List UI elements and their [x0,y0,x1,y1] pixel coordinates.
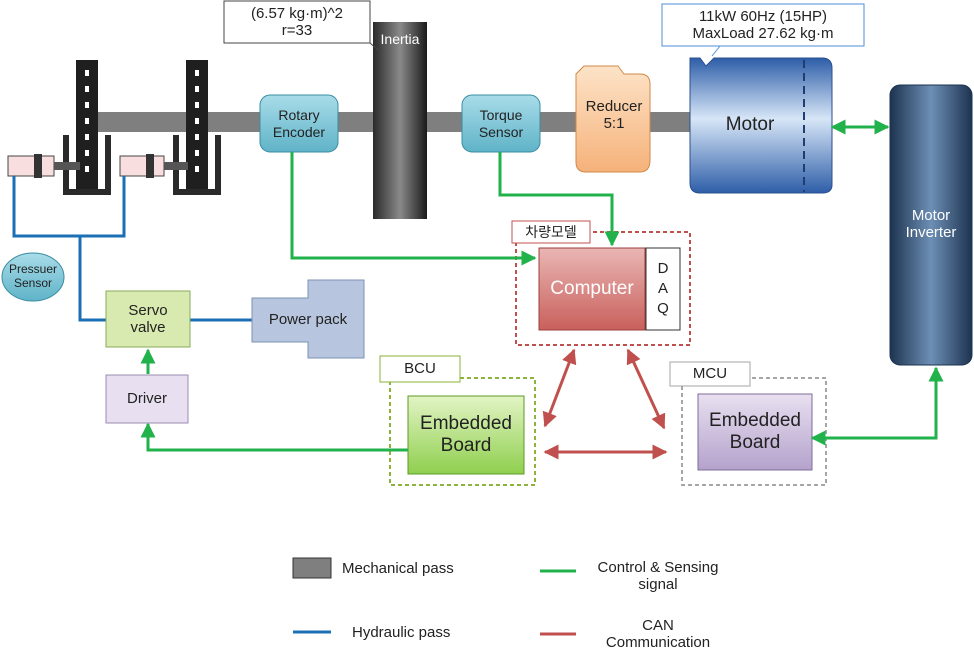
rotary-encoder-box [259,94,339,153]
bcu-tag-box [379,355,461,383]
torque-sensor-label: Torque Sensor [478,107,524,140]
hydraulic-cylinder-2 [119,154,188,178]
motor-inverter-label: Motor Inverter [905,206,957,241]
motor-spec-callout: 11kW 60Hz (15HP) MaxLoad 27.62 kg·m [692,7,834,42]
servo-valve-box [105,290,191,348]
bcu-board-label: Embedded Board [420,413,512,456]
bcu-frame [389,377,536,486]
vehicle-model-tag-box [511,220,591,244]
reducer-box [575,65,651,173]
control-signal-lines [140,119,944,452]
reducer-label: Reducer 5:1 [585,97,643,132]
pressure-sensor-label: Pressuer Sensor [8,262,58,290]
legend-hydraulic-label: Hydraulic pass [352,624,451,642]
motor-body [689,57,833,194]
legend-mechanical-label: Mechanical pass [342,560,454,578]
rotary-encoder-label: Rotary Encoder [272,107,326,140]
inertia-callout [223,0,379,51]
driver-box [105,374,189,424]
vehicle-model-tag: 차량모델 [525,223,577,240]
daq-box [645,247,681,331]
inertia-spec-callout: (6.57 kg·m)^2 r=33 [250,4,344,39]
can-lines [542,348,668,460]
power-pack-box [251,279,365,359]
legend-can-label: CAN Communication [605,616,711,651]
motor-inverter-box [889,84,973,366]
legend-control-label: Control & Sensing signal [597,558,719,593]
power-pack-label: Power pack [268,311,348,329]
legend-mechanical-swatch [292,557,332,579]
driver-label: Driver [127,390,167,408]
computer-label: Computer [550,278,634,300]
mcu-board-box [697,393,813,471]
mcu-tag-box [669,361,751,387]
motor-callout [661,3,865,57]
motor-label: Motor [725,114,775,136]
mcu-tag: MCU [692,365,728,383]
hydraulic-cylinder-1 [7,154,80,178]
bcu-tag: BCU [404,360,436,378]
bcu-board-box [407,395,525,475]
vehicle-model-frame [515,231,691,346]
servo-valve-label: Servo valve [128,301,168,336]
pressure-sensor-body [1,252,65,302]
inertia-label: Inertia [380,30,420,47]
daq-label: D A Q [657,259,669,318]
inertia-flywheel [373,22,427,219]
mcu-board-label: Embedded Board [709,410,801,453]
hydraulic-lines [12,176,252,322]
computer-box [538,247,646,331]
